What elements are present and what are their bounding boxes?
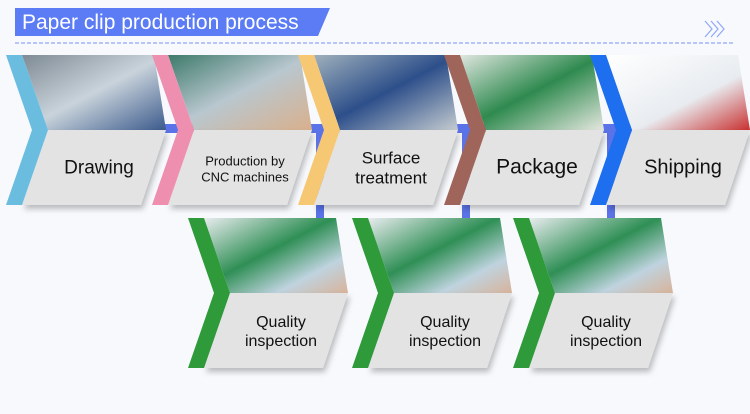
step-label-panel (529, 293, 673, 368)
step-label: inspection (570, 333, 642, 350)
step-color-band (352, 218, 394, 368)
step-photo (368, 218, 512, 293)
step-color-band (298, 55, 340, 205)
step-photo (460, 55, 604, 130)
step-label-panel (314, 130, 458, 205)
step-label: Surface (362, 149, 421, 168)
step-label: Shipping (644, 157, 722, 179)
step-color-band (6, 55, 48, 205)
step-photo (204, 218, 348, 293)
step-label: inspection (245, 333, 317, 350)
step-label: Package (496, 156, 578, 179)
quality-inspection-step: Quality inspection (352, 218, 512, 368)
title-banner (15, 8, 330, 36)
step-label-panel (368, 293, 512, 368)
step-label-panel (606, 130, 750, 205)
step-label: Quality (420, 314, 470, 331)
process-step: Drawing (6, 55, 166, 205)
process-step: Package (444, 55, 604, 205)
double-chevron-right-icon[interactable] (704, 20, 725, 38)
page-title: Paper clip production process (22, 11, 299, 34)
step-color-band (513, 218, 555, 368)
step-photo (314, 55, 458, 130)
step-label: Production by (205, 154, 285, 169)
step-photo (529, 218, 673, 293)
step-label-panel (204, 293, 348, 368)
step-label: Quality (581, 314, 631, 331)
process-step: Shipping (590, 55, 750, 205)
step-label-panel (168, 130, 312, 205)
quality-inspection-step: Quality inspection (188, 218, 348, 368)
step-photo (168, 55, 312, 130)
step-label-panel (460, 130, 604, 205)
step-photo (606, 55, 750, 130)
step-label: treatment (355, 169, 427, 188)
step-photo (22, 55, 166, 130)
step-label: Drawing (64, 158, 134, 179)
step-label: CNC machines (201, 170, 289, 185)
step-label: inspection (409, 333, 481, 350)
step-color-band (188, 218, 230, 368)
step-label-panel (22, 130, 166, 205)
inspection-steps: QualityinspectionQualityinspectionQualit… (188, 218, 673, 368)
step-color-band (444, 55, 486, 205)
step-color-band (590, 55, 632, 205)
step-color-band (152, 55, 194, 205)
step-label: Quality (256, 314, 306, 331)
quality-inspection-step: Quality inspection (513, 218, 673, 368)
